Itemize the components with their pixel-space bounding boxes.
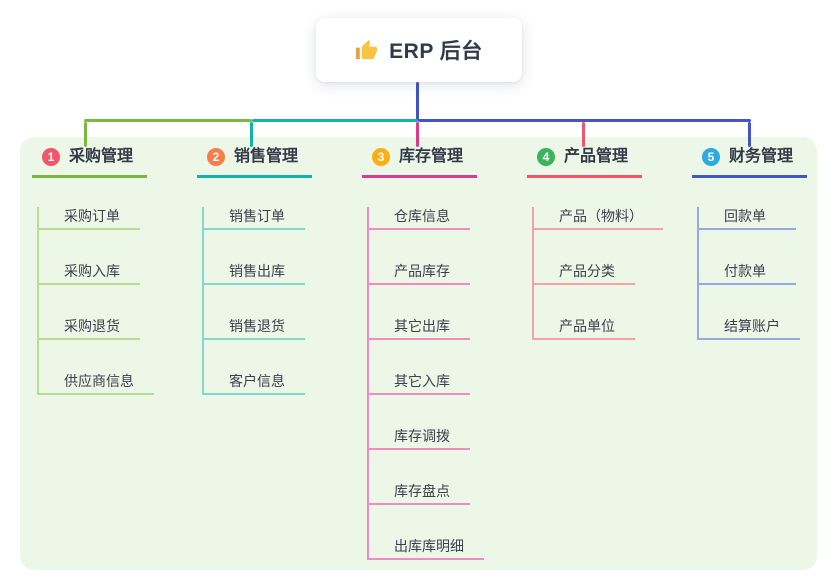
branch-drop-line <box>416 122 419 147</box>
trunk-segment-right <box>418 119 751 122</box>
branch-number-badge: 5 <box>702 148 720 166</box>
child-node[interactable]: 库存盘点 <box>369 482 470 505</box>
child-node[interactable]: 结算账户 <box>699 317 800 340</box>
child-node[interactable]: 采购退货 <box>39 317 140 340</box>
child-node[interactable]: 付款单 <box>699 262 796 285</box>
child-node[interactable]: 库存调拨 <box>369 427 470 450</box>
branch-column-5: 5 财务管理 回款单付款单结算账户 <box>692 146 839 340</box>
root-title: ERP 后台 <box>389 40 483 63</box>
branch-column-1: 1 采购管理 采购订单采购入库采购退货供应商信息 <box>32 146 202 395</box>
branch-drop-line <box>582 122 585 147</box>
branch-children: 产品（物料） 产品分类产品单位 <box>532 207 697 340</box>
branch-number-badge: 1 <box>42 148 60 166</box>
child-node[interactable]: 客户信息 <box>204 372 305 395</box>
branch-node[interactable]: 2 销售管理 <box>197 146 312 178</box>
branch-node[interactable]: 1 采购管理 <box>32 146 147 178</box>
trunk-segment-mid <box>252 119 418 122</box>
child-node[interactable]: 出库库明细 <box>369 537 484 560</box>
child-node[interactable]: 供应商信息 <box>39 372 154 395</box>
child-node[interactable]: 销售退货 <box>204 317 305 340</box>
branch-title: 采购管理 <box>69 148 134 165</box>
root-drop-line <box>416 82 419 121</box>
branch-title: 财务管理 <box>729 148 794 165</box>
child-node[interactable]: 产品单位 <box>534 317 635 340</box>
child-node[interactable]: 产品库存 <box>369 262 470 285</box>
branch-number-badge: 3 <box>372 148 390 166</box>
branch-number-badge: 2 <box>207 148 225 166</box>
branch-children: 仓库信息产品库存其它出库其它入库库存调拨库存盘点出库库明细 <box>367 207 532 560</box>
thumbs-up-icon <box>355 39 378 62</box>
trunk-segment-left <box>84 119 252 122</box>
child-node[interactable]: 其它出库 <box>369 317 470 340</box>
branch-title: 库存管理 <box>399 148 464 165</box>
branch-children: 采购订单采购入库采购退货供应商信息 <box>37 207 202 395</box>
branch-drop-line <box>84 122 87 147</box>
branch-drop-line <box>748 122 751 147</box>
child-node[interactable]: 产品分类 <box>534 262 635 285</box>
branch-node[interactable]: 5 财务管理 <box>692 146 807 178</box>
child-node[interactable]: 回款单 <box>699 207 796 230</box>
mindmap-board <box>20 137 817 570</box>
branch-title: 销售管理 <box>234 148 299 165</box>
branch-node[interactable]: 3 库存管理 <box>362 146 477 178</box>
child-node[interactable]: 产品（物料） <box>534 207 663 230</box>
child-node[interactable]: 采购订单 <box>39 207 140 230</box>
branch-column-2: 2 销售管理 销售订单销售出库销售退货客户信息 <box>197 146 367 395</box>
branch-children: 回款单付款单结算账户 <box>697 207 839 340</box>
branch-title: 产品管理 <box>564 148 629 165</box>
branch-column-4: 4 产品管理 产品（物料） 产品分类产品单位 <box>527 146 697 340</box>
child-node[interactable]: 仓库信息 <box>369 207 470 230</box>
child-node[interactable]: 销售出库 <box>204 262 305 285</box>
child-node[interactable]: 销售订单 <box>204 207 305 230</box>
child-node[interactable]: 其它入库 <box>369 372 470 395</box>
branch-children: 销售订单销售出库销售退货客户信息 <box>202 207 367 395</box>
branch-number-badge: 4 <box>537 148 555 166</box>
branch-node[interactable]: 4 产品管理 <box>527 146 642 178</box>
root-node[interactable]: ERP 后台 <box>316 18 522 82</box>
child-node[interactable]: 采购入库 <box>39 262 140 285</box>
branch-column-3: 3 库存管理 仓库信息产品库存其它出库其它入库库存调拨库存盘点出库库明细 <box>362 146 532 560</box>
branch-drop-line <box>250 122 253 147</box>
